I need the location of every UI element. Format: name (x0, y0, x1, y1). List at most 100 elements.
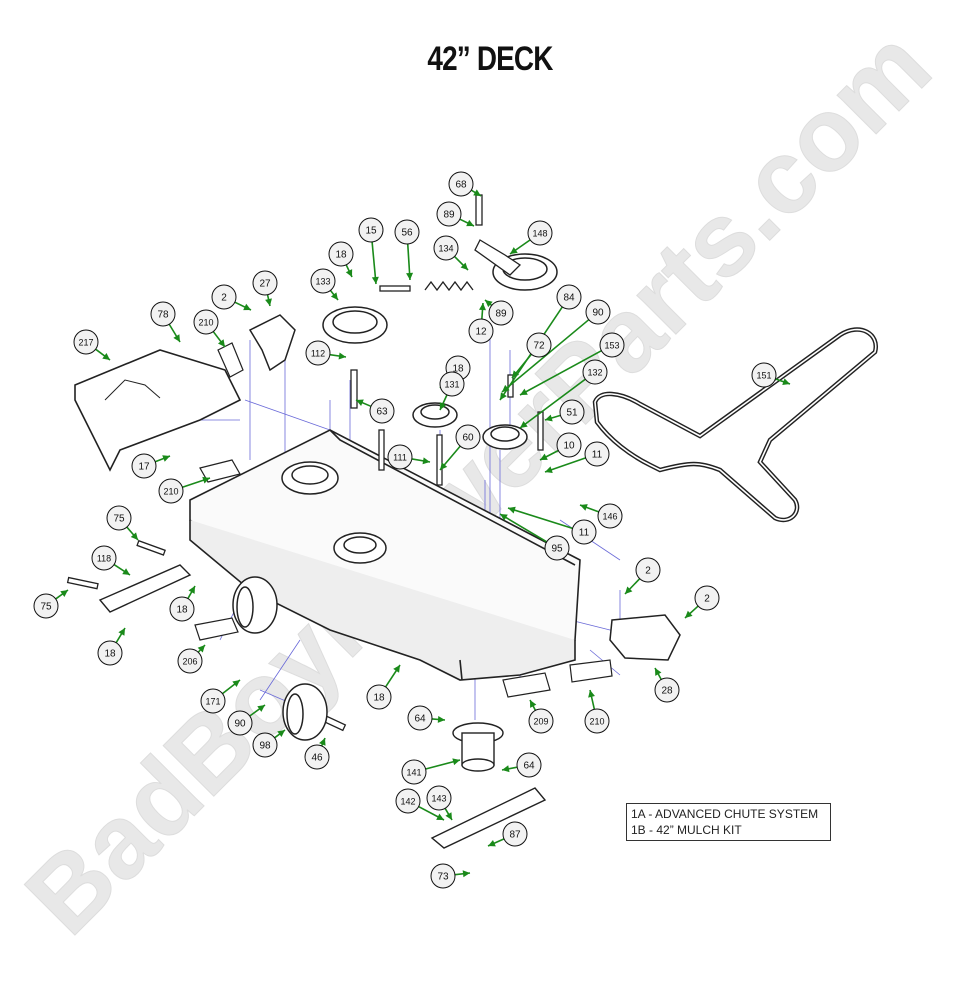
callout-label: 90 (592, 308, 604, 319)
callout-90: 90 (227, 704, 266, 736)
callout-arrowhead (500, 514, 508, 521)
callout-arrowhead (540, 453, 548, 460)
callout-118: 118 (91, 545, 131, 576)
callout-64: 64 (407, 705, 446, 731)
callout-arrowhead (319, 738, 326, 746)
callout-51: 51 (544, 399, 585, 425)
callout-arrowhead (500, 392, 507, 400)
callout-label: 56 (401, 228, 413, 239)
callout-circle (526, 332, 552, 358)
callout-label: 95 (551, 544, 563, 555)
callout-arrowhead (371, 276, 379, 284)
callout-label: 18 (176, 605, 188, 616)
callout-arrowhead (338, 352, 346, 360)
page-title: 42” DECK (427, 40, 553, 78)
callout-89: 89 (436, 201, 475, 227)
callout-circle (150, 301, 176, 327)
callout-arrowhead (545, 414, 553, 422)
callout-111: 111 (387, 444, 431, 470)
callout-arrowhead (232, 680, 240, 688)
callout-label: 64 (523, 761, 535, 772)
callout-label: 73 (437, 872, 449, 883)
callout-label: 18 (335, 250, 347, 261)
callout-arrowhead (356, 399, 364, 406)
callout-arrowhead (545, 466, 553, 474)
callout-arrowhead (510, 247, 518, 254)
callout-circle (599, 332, 625, 358)
callout-90: 90 (501, 299, 611, 393)
callout-11: 11 (544, 441, 610, 474)
callout-label: 84 (563, 293, 575, 304)
callout-circle (97, 640, 123, 666)
callout-arrowhead (102, 353, 110, 360)
callout-2: 2 (684, 585, 720, 619)
callout-circle (394, 219, 420, 245)
callout-46: 46 (304, 737, 330, 770)
callout-circle (158, 478, 184, 504)
callout-label: 11 (579, 528, 590, 539)
callout-arrowhead (243, 303, 251, 311)
callout-circle (556, 284, 582, 310)
callout-label: 2 (704, 594, 710, 605)
callout-217: 217 (73, 329, 111, 361)
callout-arrowhead (508, 506, 516, 514)
callout-210: 210 (158, 476, 211, 504)
callout-arrowhead (512, 370, 520, 378)
callout-circle (369, 398, 395, 424)
callout-87: 87 (487, 821, 528, 847)
callout-label: 206 (182, 657, 197, 667)
callout-circle (387, 444, 413, 470)
legend-item-mulch: 1B - 42” MULCH KIT (631, 823, 742, 837)
callout-circle (252, 270, 278, 296)
spindle-assembly (430, 722, 547, 849)
callout-label: 132 (587, 368, 602, 378)
anti-scalp-wheels (232, 576, 328, 741)
callout-206: 206 (177, 644, 206, 674)
callout-arrowhead (520, 388, 528, 395)
callout-circle (584, 708, 610, 734)
callout-label: 63 (376, 407, 388, 418)
callout-arrowhead (217, 339, 225, 347)
callout-circle (131, 453, 157, 479)
callout-arrowhead (479, 303, 486, 311)
callout-circle (439, 371, 465, 397)
callout-label: 217 (78, 338, 93, 348)
callout-circle (430, 863, 456, 889)
callout-circle (193, 309, 219, 335)
callout-arrowhead (118, 628, 125, 636)
pulleys (281, 253, 558, 564)
callout-label: 28 (661, 686, 673, 697)
callout-label: 68 (455, 180, 467, 191)
callout-label: 72 (533, 341, 545, 352)
callout-label: 2 (645, 566, 651, 577)
callout-28: 28 (654, 667, 680, 703)
callout-arrowhead (588, 690, 595, 698)
callout-label: 210 (198, 318, 213, 328)
callout-arrowhead (485, 300, 493, 308)
callout-label: 142 (400, 797, 415, 807)
callout-arrowhead (782, 378, 790, 386)
callout-arrowhead (60, 590, 68, 597)
callout-2: 2 (211, 284, 252, 311)
callout-label: 131 (444, 380, 459, 390)
callout-arrowhead (345, 269, 353, 277)
callout-circle (559, 399, 585, 425)
callout-arrowhead (422, 457, 430, 465)
callout-18: 18 (328, 241, 354, 278)
idler-arm (474, 239, 522, 276)
callout-75: 75 (106, 505, 139, 541)
callout-circle (304, 744, 330, 770)
callout-68: 68 (448, 171, 482, 197)
callout-arrowhead (330, 292, 338, 300)
callout-18: 18 (366, 664, 401, 710)
callout-label: 15 (365, 226, 377, 237)
callout-63: 63 (355, 398, 395, 424)
callout-112: 112 (305, 340, 347, 366)
callout-circle (694, 585, 720, 611)
callout-78: 78 (150, 301, 181, 343)
callout-label: 11 (592, 450, 603, 461)
callout-98: 98 (252, 729, 286, 758)
callout-arrowhead (655, 668, 662, 676)
callout-circle (488, 300, 514, 326)
